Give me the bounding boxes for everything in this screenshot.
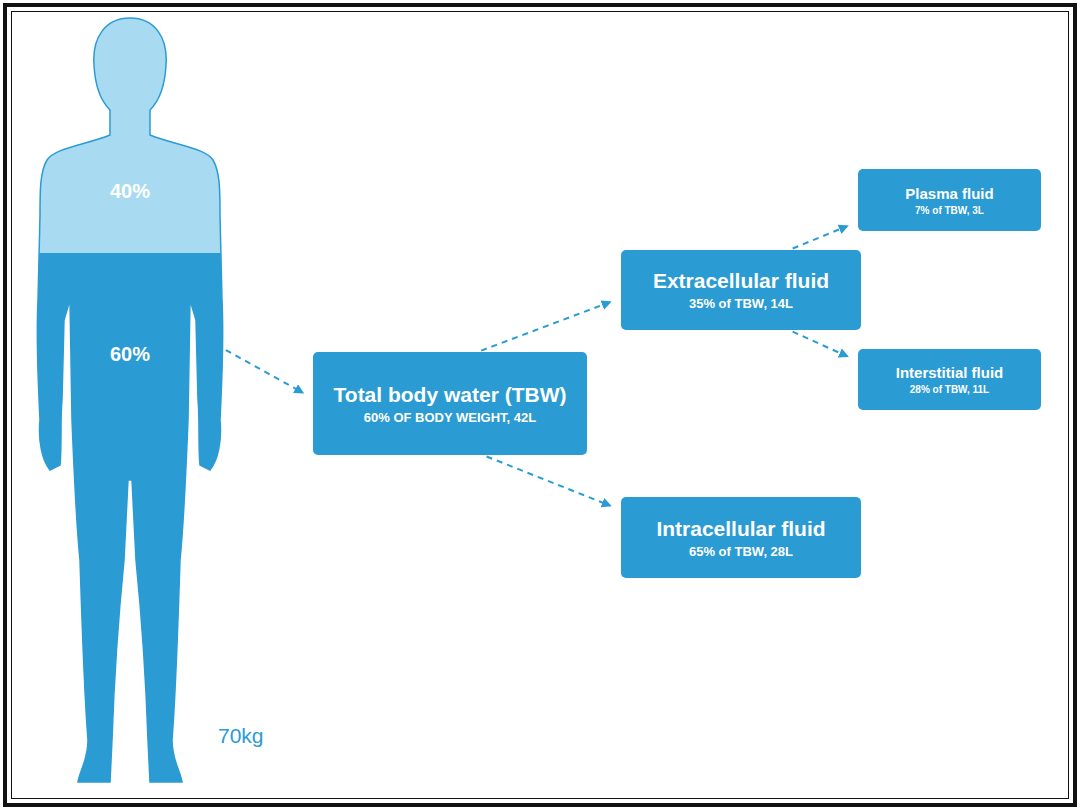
weight-label: 70kg bbox=[218, 724, 264, 748]
box-title: Total body water (TBW) bbox=[334, 383, 567, 407]
box-subtitle: 35% of TBW, 14L bbox=[689, 296, 793, 311]
compartment-box: Extracellular fluid 35% of TBW, 14L bbox=[621, 250, 861, 330]
box-subtitle: 28% of TBW, 11L bbox=[910, 384, 989, 395]
box-title: Extracellular fluid bbox=[653, 269, 829, 293]
box-subtitle: 65% of TBW, 28L bbox=[689, 544, 793, 559]
box-title: Interstitial fluid bbox=[896, 364, 1004, 381]
percent-label: 40% bbox=[90, 180, 170, 203]
box-title: Plasma fluid bbox=[905, 185, 993, 202]
dashed-arrow bbox=[481, 302, 610, 350]
box-title: Intracellular fluid bbox=[656, 517, 825, 541]
subcompartment-box: Interstitial fluid 28% of TBW, 11L bbox=[858, 349, 1041, 410]
dashed-arrow bbox=[216, 345, 302, 393]
percent-label: 60% bbox=[90, 343, 170, 366]
box-subtitle: 7% of TBW, 3L bbox=[915, 205, 984, 216]
body-figure: 40% 60% bbox=[30, 15, 240, 790]
box-subtitle: 60% OF BODY WEIGHT, 42L bbox=[364, 410, 536, 425]
dashed-arrow bbox=[487, 456, 610, 505]
subcompartment-box: Plasma fluid 7% of TBW, 3L bbox=[858, 169, 1041, 231]
compartment-box: Intracellular fluid 65% of TBW, 28L bbox=[621, 497, 861, 578]
dashed-arrow bbox=[793, 226, 847, 248]
human-silhouette bbox=[30, 15, 240, 790]
total-water-box: Total body water (TBW) 60% OF BODY WEIGHT… bbox=[313, 352, 587, 455]
dashed-arrow bbox=[793, 332, 847, 357]
